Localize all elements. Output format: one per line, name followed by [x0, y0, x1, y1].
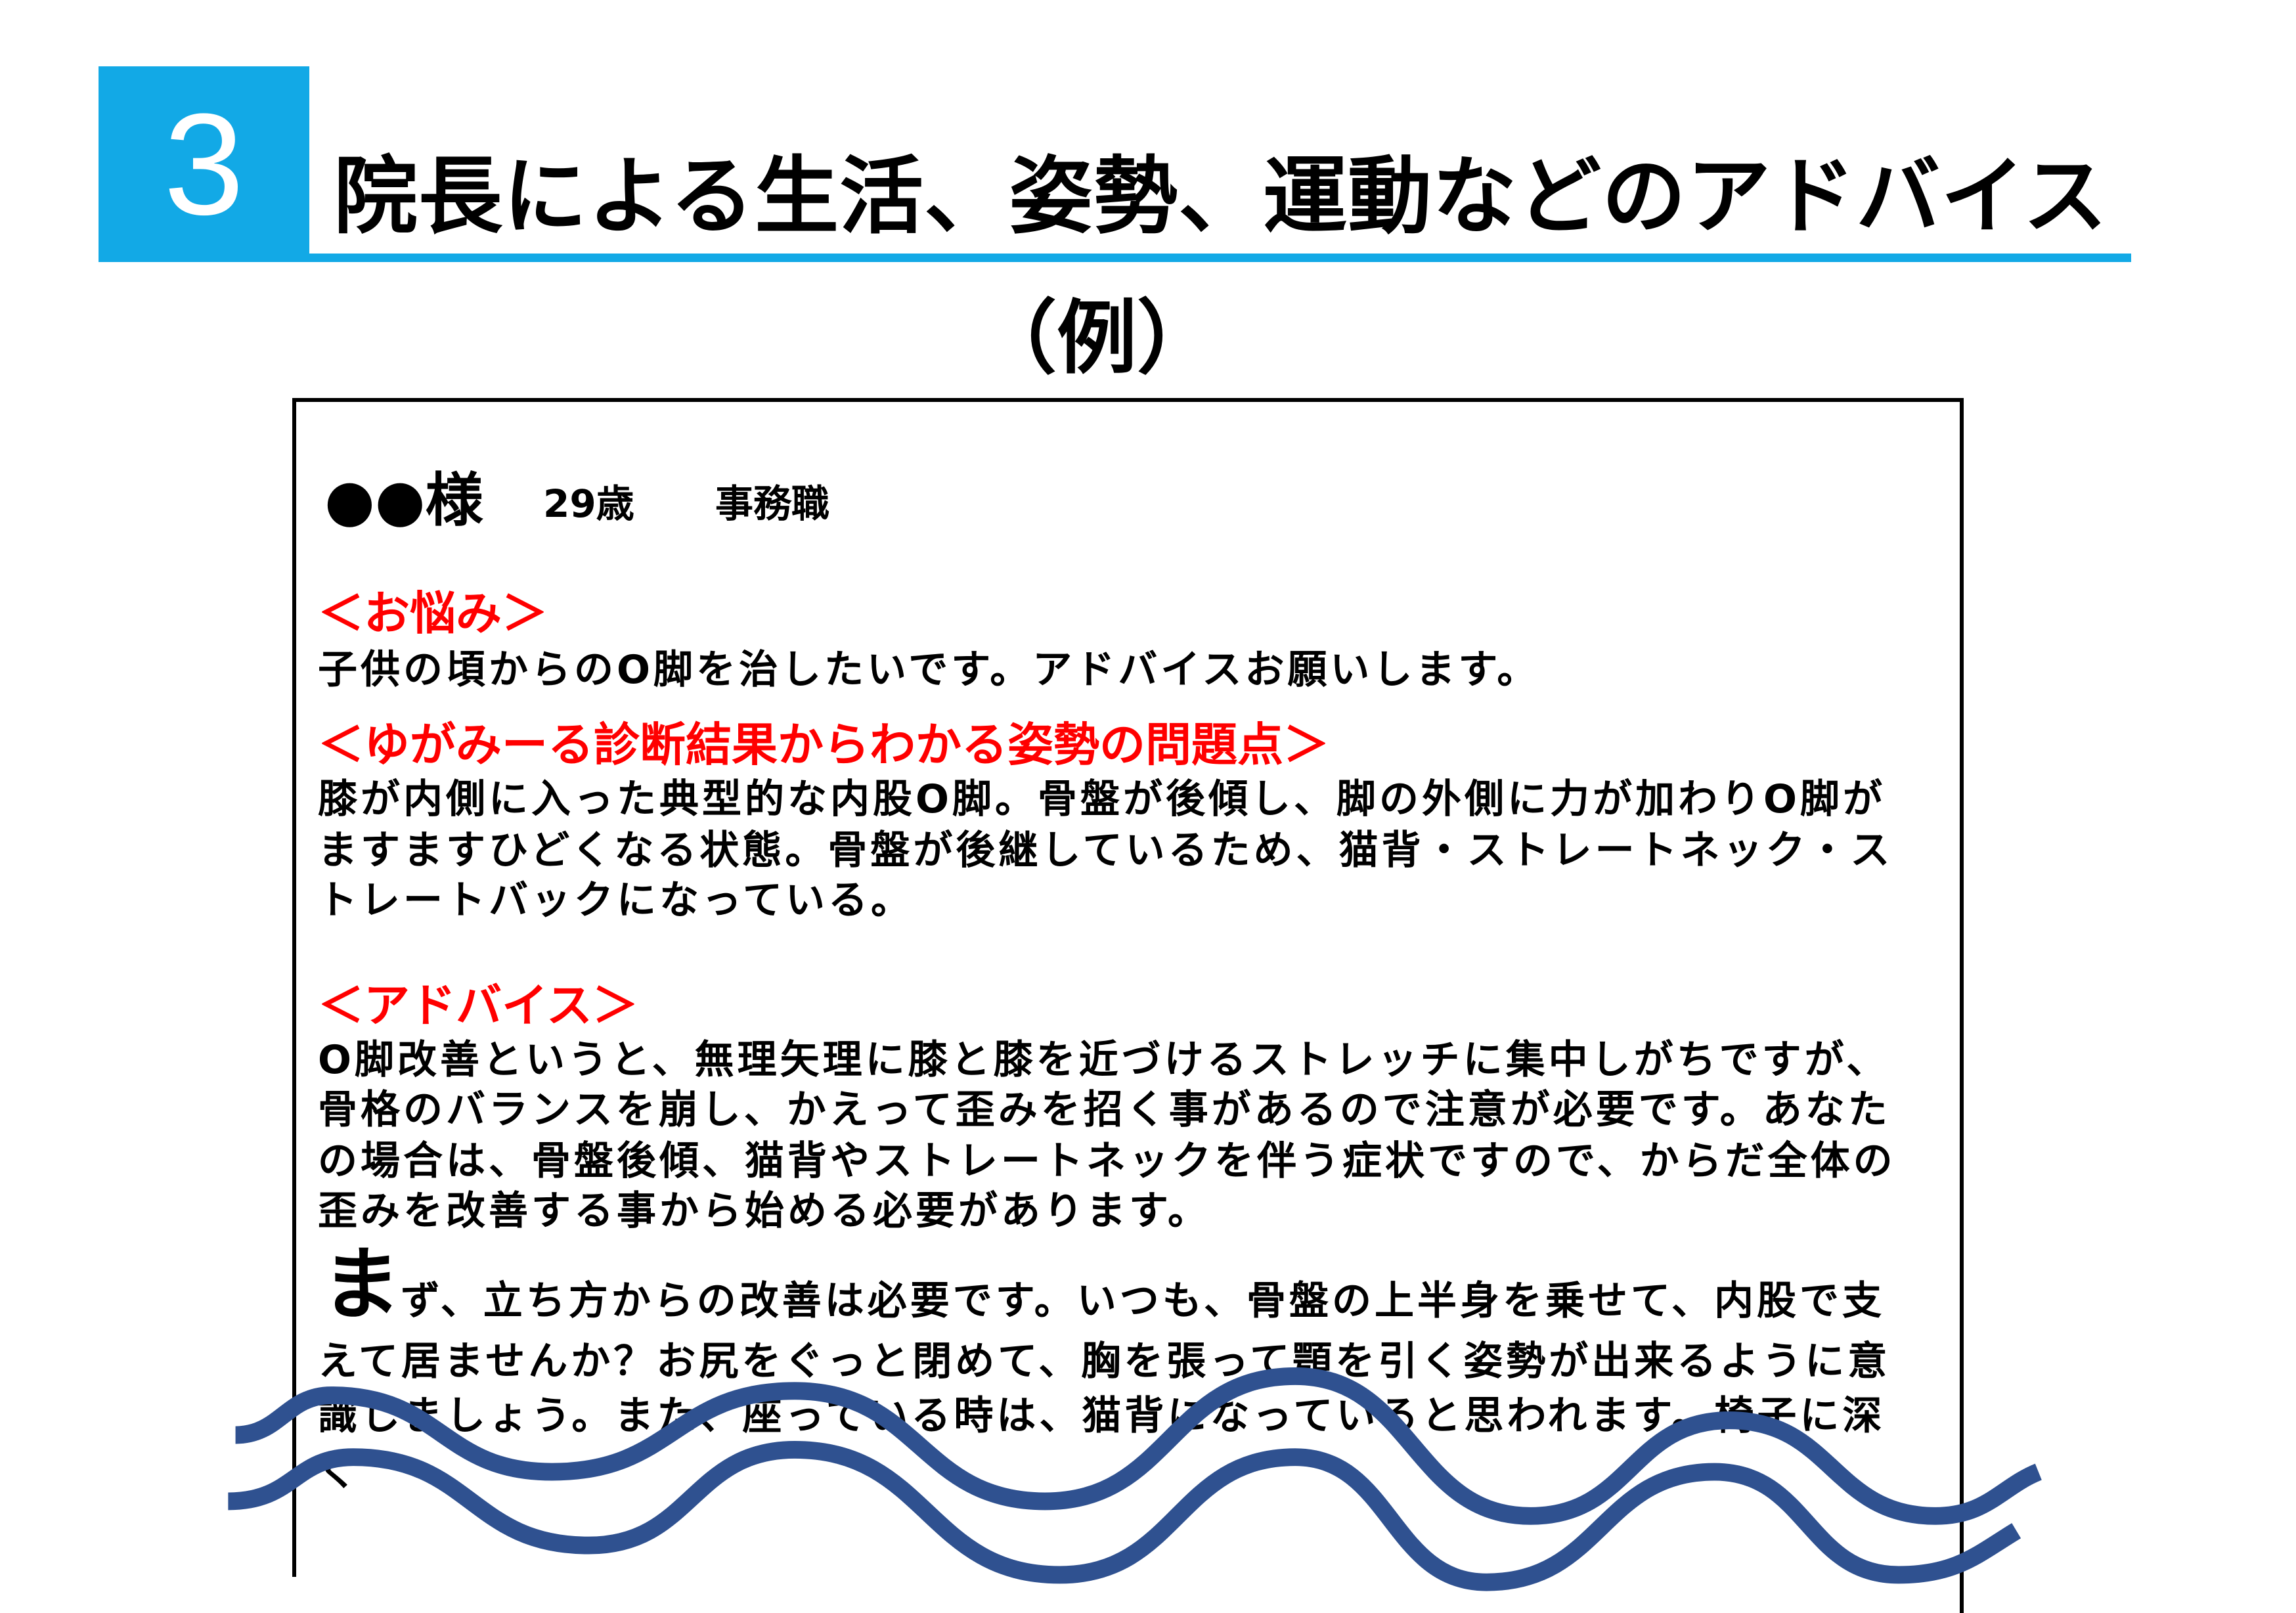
diagnosis-heading: ＜ゆがみーる診断結果からわかる姿勢の問題点＞ [318, 718, 1329, 772]
advice-line: ず、立ち方からの改善は必要です。いつも、骨盤の上半身を乗せて、内股で支 [401, 1278, 1885, 1324]
title-underline [309, 254, 2131, 262]
diagnosis-line: トレートバックになっている。 [318, 877, 914, 923]
section-number-box [99, 66, 309, 262]
advice-drop-char: ま [322, 1239, 401, 1331]
advice-line: えて居ませんか？お尻をぐっと閉めて、胸を張って顎を引く姿勢が出来るように意 [318, 1338, 1891, 1384]
advice-line: 識しましょう。また、座っている時は、猫背になっていると思われます。椅子に深 [318, 1393, 1886, 1439]
patient-name: ●●様 [324, 466, 483, 534]
diagnosis-line: 膝が内側に入った典型的な内股O脚。骨盤が後傾し、脚の外側に力が加わりO脚が [318, 776, 1886, 822]
patient-occupation: 事務職 [715, 481, 830, 526]
patient-age: 29歳 [543, 481, 634, 526]
advice-line: 骨格のバランスを崩し、かえって歪みを招く事があるので注意が必要です。あなた [318, 1087, 1891, 1133]
document-left-border [292, 398, 296, 1577]
wave-upper [234, 1367, 2042, 1525]
advice-line: O脚改善というと、無理矢理に膝と膝を近づけるストレッチに集中しがちですが、 [318, 1037, 1889, 1083]
diagnosis-line: ますますひどくなる状態。骨盤が後継しているため、猫背・ストレートネック・ス [318, 828, 1893, 873]
concern-line: 子供の頃からのO脚を治したいです。アドバイスお願いします。 [318, 647, 1540, 693]
page-title: 院長による生活、姿勢、運動などのアドバイス [334, 148, 2108, 246]
page-subtitle: （例） [977, 292, 1217, 385]
wave-lower [228, 1441, 2021, 1591]
concern-heading: ＜お悩み＞ [318, 586, 548, 640]
advice-line: 歪みを改善する事から始める必要があります。 [318, 1188, 1210, 1234]
advice-heading: ＜アドバイス＞ [318, 979, 638, 1032]
document-right-border [1960, 398, 1964, 1613]
advice-line: の場合は、骨盤後傾、猫背やストレートネックを伴う症状ですので、からだ全体の [318, 1138, 1896, 1184]
section-number: 3 [164, 83, 244, 245]
document-top-border [294, 398, 1964, 402]
